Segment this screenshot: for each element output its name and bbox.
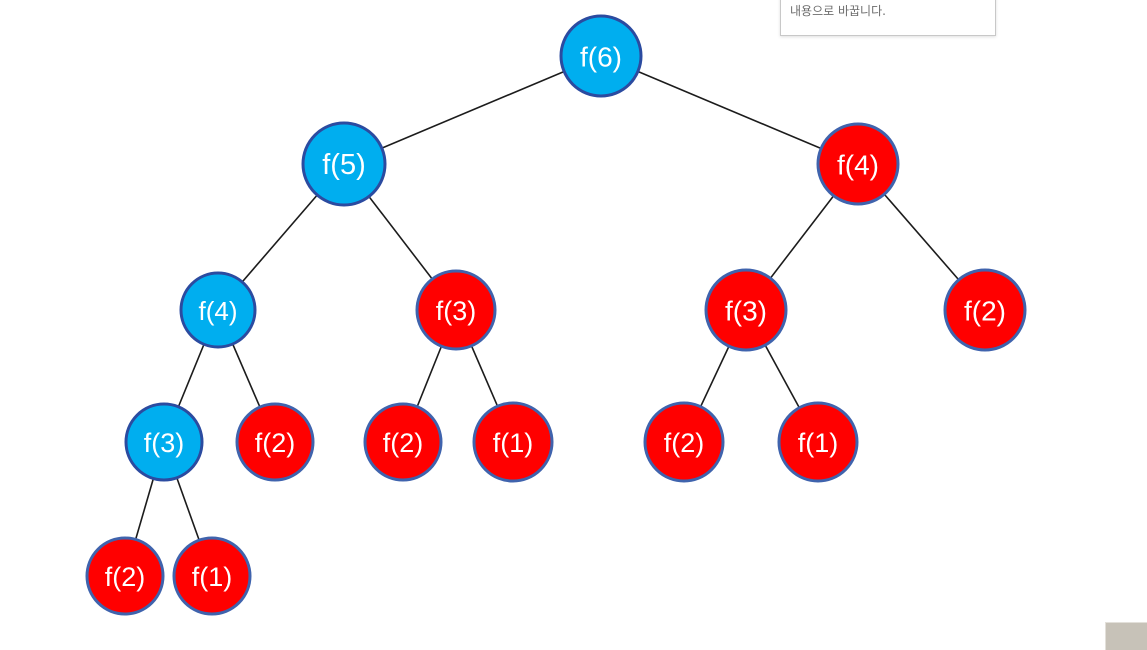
tree-node[interactable]: f(3) (124, 402, 204, 482)
node-label: f(1) (493, 428, 534, 458)
tree-edge (343, 55, 602, 165)
tree-node[interactable]: f(3) (415, 269, 497, 351)
tree-node[interactable]: f(2) (643, 401, 725, 483)
node-circle (85, 536, 165, 616)
node-label: f(2) (105, 562, 146, 592)
node-circle (643, 401, 725, 483)
node-circle (943, 268, 1027, 352)
tree-nodes: f(6) f(5) f(4) f(4) f(3) f(3) f(2) f(3) f(2) f(2)… (85, 14, 1027, 616)
node-label: f(1) (798, 428, 839, 458)
node-label: f(2) (255, 428, 296, 458)
node-label: f(3) (144, 428, 185, 458)
tree-node[interactable]: f(1) (172, 536, 252, 616)
node-circle (301, 121, 387, 207)
node-label: f(1) (192, 562, 233, 592)
node-label: f(3) (436, 296, 477, 326)
tooltip-balloon: 변경할 텍스트를 검색하고 다른 내용으로 바꿉니다. (780, 0, 996, 36)
node-circle (235, 402, 315, 482)
tree-node[interactable]: f(3) (704, 268, 788, 352)
node-circle (704, 268, 788, 352)
node-circle (172, 536, 252, 616)
tree-edge (600, 55, 859, 165)
tree-node[interactable]: f(1) (777, 401, 859, 483)
node-circle (472, 401, 554, 483)
node-label: f(5) (322, 149, 366, 181)
bottom-right-panel[interactable] (1105, 622, 1147, 650)
node-label: f(3) (725, 296, 767, 327)
tree-node[interactable]: f(2) (363, 402, 443, 482)
tree-node[interactable]: f(4) (179, 271, 257, 349)
node-label: f(4) (837, 150, 879, 181)
node-circle (363, 402, 443, 482)
tree-node[interactable]: f(6) (559, 14, 643, 98)
node-circle (179, 271, 257, 349)
node-label: f(2) (664, 428, 705, 458)
node-circle (415, 269, 497, 351)
tree-node[interactable]: f(4) (816, 122, 900, 206)
tree-node[interactable]: f(2) (85, 536, 165, 616)
node-label: f(2) (383, 428, 424, 458)
tree-node[interactable]: f(2) (235, 402, 315, 482)
node-label: f(6) (580, 42, 622, 73)
node-circle (124, 402, 204, 482)
tree-node[interactable]: f(1) (472, 401, 554, 483)
node-circle (816, 122, 900, 206)
node-circle (777, 401, 859, 483)
node-label: f(2) (964, 296, 1006, 327)
node-label: f(4) (199, 296, 238, 326)
tree-node[interactable]: f(5) (301, 121, 387, 207)
node-circle (559, 14, 643, 98)
tree-node[interactable]: f(2) (943, 268, 1027, 352)
tooltip-text: 변경할 텍스트를 검색하고 다른 내용으로 바꿉니다. (790, 0, 945, 18)
